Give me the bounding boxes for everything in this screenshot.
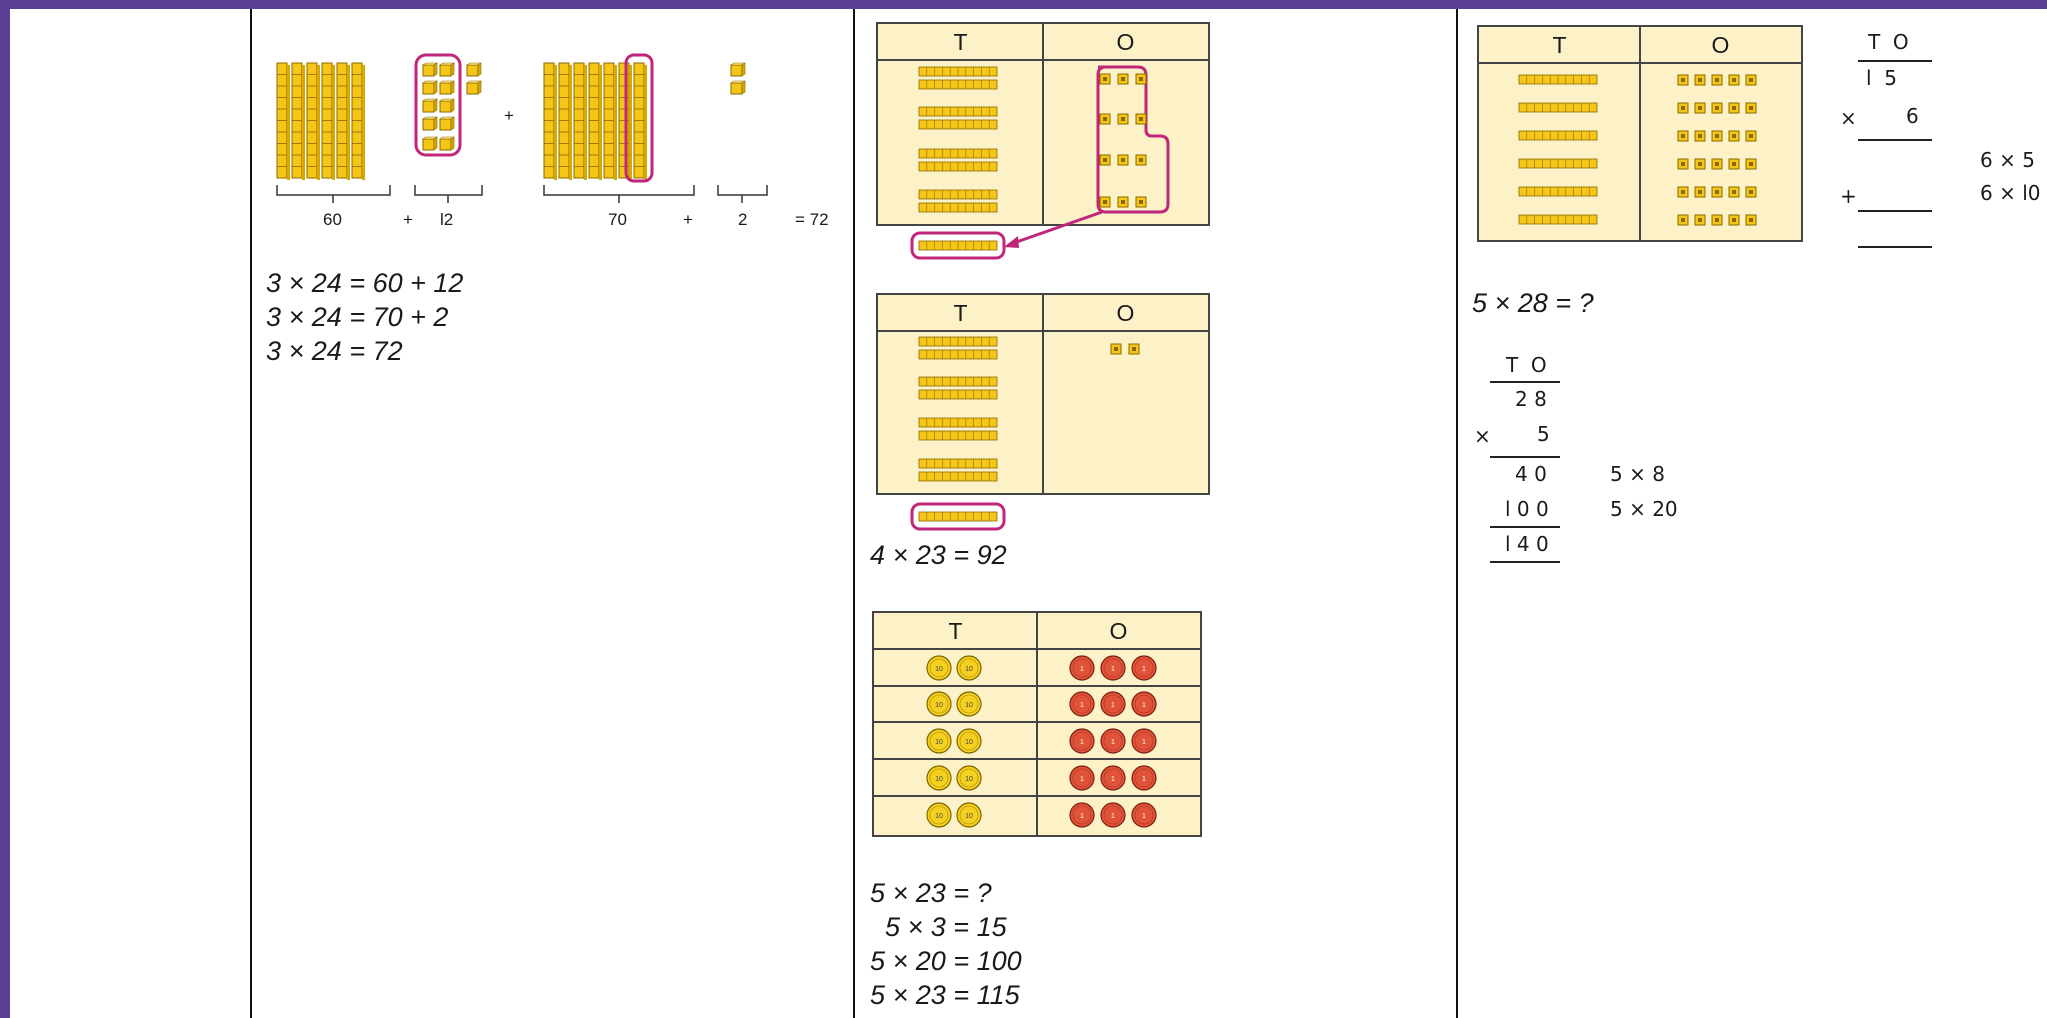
- column-method-2-times: ×: [1474, 424, 1491, 448]
- column-method-2-line-1: [1490, 456, 1560, 458]
- col1-equation-1: 3 × 24 = 60 + 12: [266, 268, 464, 298]
- header-ones: O: [1043, 24, 1208, 61]
- base10-representation: [276, 53, 768, 203]
- header-ones: O: [1043, 295, 1208, 332]
- label-two: 2: [738, 210, 748, 229]
- column-method-1-header-line: [1858, 60, 1932, 62]
- column-method-1-line-3: [1858, 246, 1932, 248]
- column-method-1-note-1: 6 × 5: [1980, 148, 2035, 172]
- col3-question: 5 × 28 = ?: [1472, 288, 1594, 318]
- result-diagram: [910, 336, 1140, 531]
- place-value-counters-table: T O: [872, 611, 1202, 837]
- column-method-2-note-2: 5 × 20: [1610, 497, 1678, 521]
- col2-equation-1: 5 × 23 = ?: [870, 878, 992, 908]
- label-twelve: l2: [440, 210, 454, 229]
- header-ones: O: [1037, 613, 1200, 650]
- col2-equation-3: 5 × 20 = 100: [870, 946, 1022, 976]
- column-method-1-row2: 6: [1906, 104, 1919, 128]
- column-divider-2: [853, 9, 855, 1018]
- header-ones: O: [1640, 27, 1801, 64]
- column-method-1-line-2: [1858, 210, 1932, 212]
- column-method-1-line-1: [1858, 139, 1932, 141]
- label-sixty: 60: [323, 210, 342, 229]
- column-divider-3: [1456, 9, 1458, 1018]
- header-tens: T: [1479, 27, 1640, 64]
- column-method-2-note-1: 5 × 8: [1610, 462, 1665, 486]
- column-method-2-header-line: [1490, 381, 1560, 383]
- label-plus-1: +: [403, 210, 413, 229]
- col1-equation-3: 3 × 24 = 72: [266, 336, 403, 366]
- counters-diagram: 10 1: [926, 655, 1157, 828]
- column-method-1-times: ×: [1840, 106, 1857, 130]
- column-method-2-multiplier: 5: [1537, 422, 1550, 446]
- label-seventy: 70: [608, 210, 627, 229]
- label-plus-2: +: [683, 210, 693, 229]
- column-method-2-line-3: [1490, 561, 1560, 563]
- col1-equation-2: 3 × 24 = 70 + 2: [266, 302, 449, 332]
- col2-result-equation: 4 × 23 = 92: [870, 540, 1007, 570]
- header-tens: T: [874, 613, 1037, 650]
- column-method-1-note-2: 6 × l0: [1980, 181, 2041, 205]
- exchange-diagram: [910, 65, 1170, 260]
- column-method-1-header: T O: [1868, 30, 1909, 54]
- column-method-1-plus: +: [1840, 184, 1857, 208]
- column-method-2-multiplicand: 2 8: [1515, 387, 1547, 411]
- column-method-2-line-2: [1490, 526, 1560, 528]
- column-divider-1: [250, 9, 252, 1018]
- table-15x6-diagram: [1518, 74, 1757, 242]
- header-tens: T: [878, 24, 1043, 61]
- column-method-2-partial-2: l 0 0: [1505, 497, 1549, 521]
- column-method-2-header: T O: [1506, 353, 1547, 377]
- label-total: = 72: [795, 210, 829, 229]
- col2-equation-2: 5 × 3 = 15: [870, 912, 1007, 942]
- column-method-1-row1: l 5: [1866, 66, 1897, 90]
- column-method-2-total: l 4 0: [1505, 532, 1549, 556]
- column-method-2-partial-1: 4 0: [1515, 462, 1547, 486]
- col2-equation-4: 5 × 23 = 115: [870, 980, 1020, 1010]
- label-between-plus: +: [504, 106, 514, 125]
- header-tens: T: [878, 295, 1043, 332]
